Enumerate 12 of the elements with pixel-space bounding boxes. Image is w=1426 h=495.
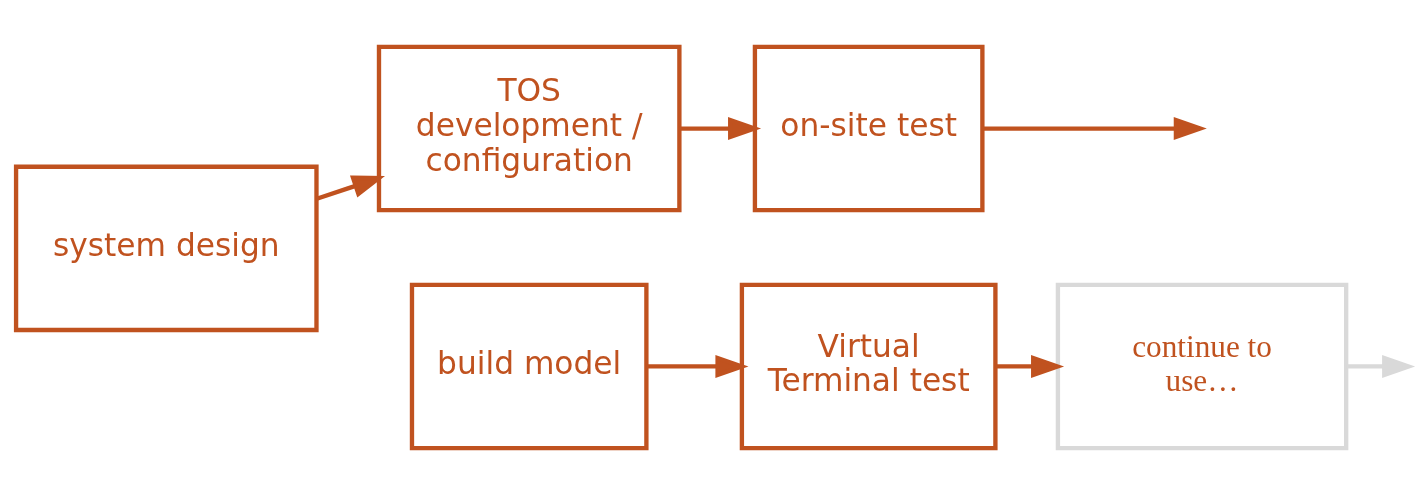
node-box: build model: [409, 282, 649, 451]
node-box: on-site test: [752, 44, 985, 213]
arrow: [646, 354, 749, 378]
arrow: [995, 354, 1065, 378]
node-box: system design: [13, 164, 319, 333]
node-box: TOS development / configuration: [376, 44, 682, 213]
arrow: [1346, 354, 1416, 378]
arrow: [316, 175, 385, 201]
node-box: Virtual Terminal test: [739, 282, 998, 451]
arrow: [679, 117, 762, 141]
arrow: [982, 117, 1207, 141]
node-box: continue to use…: [1055, 282, 1349, 451]
